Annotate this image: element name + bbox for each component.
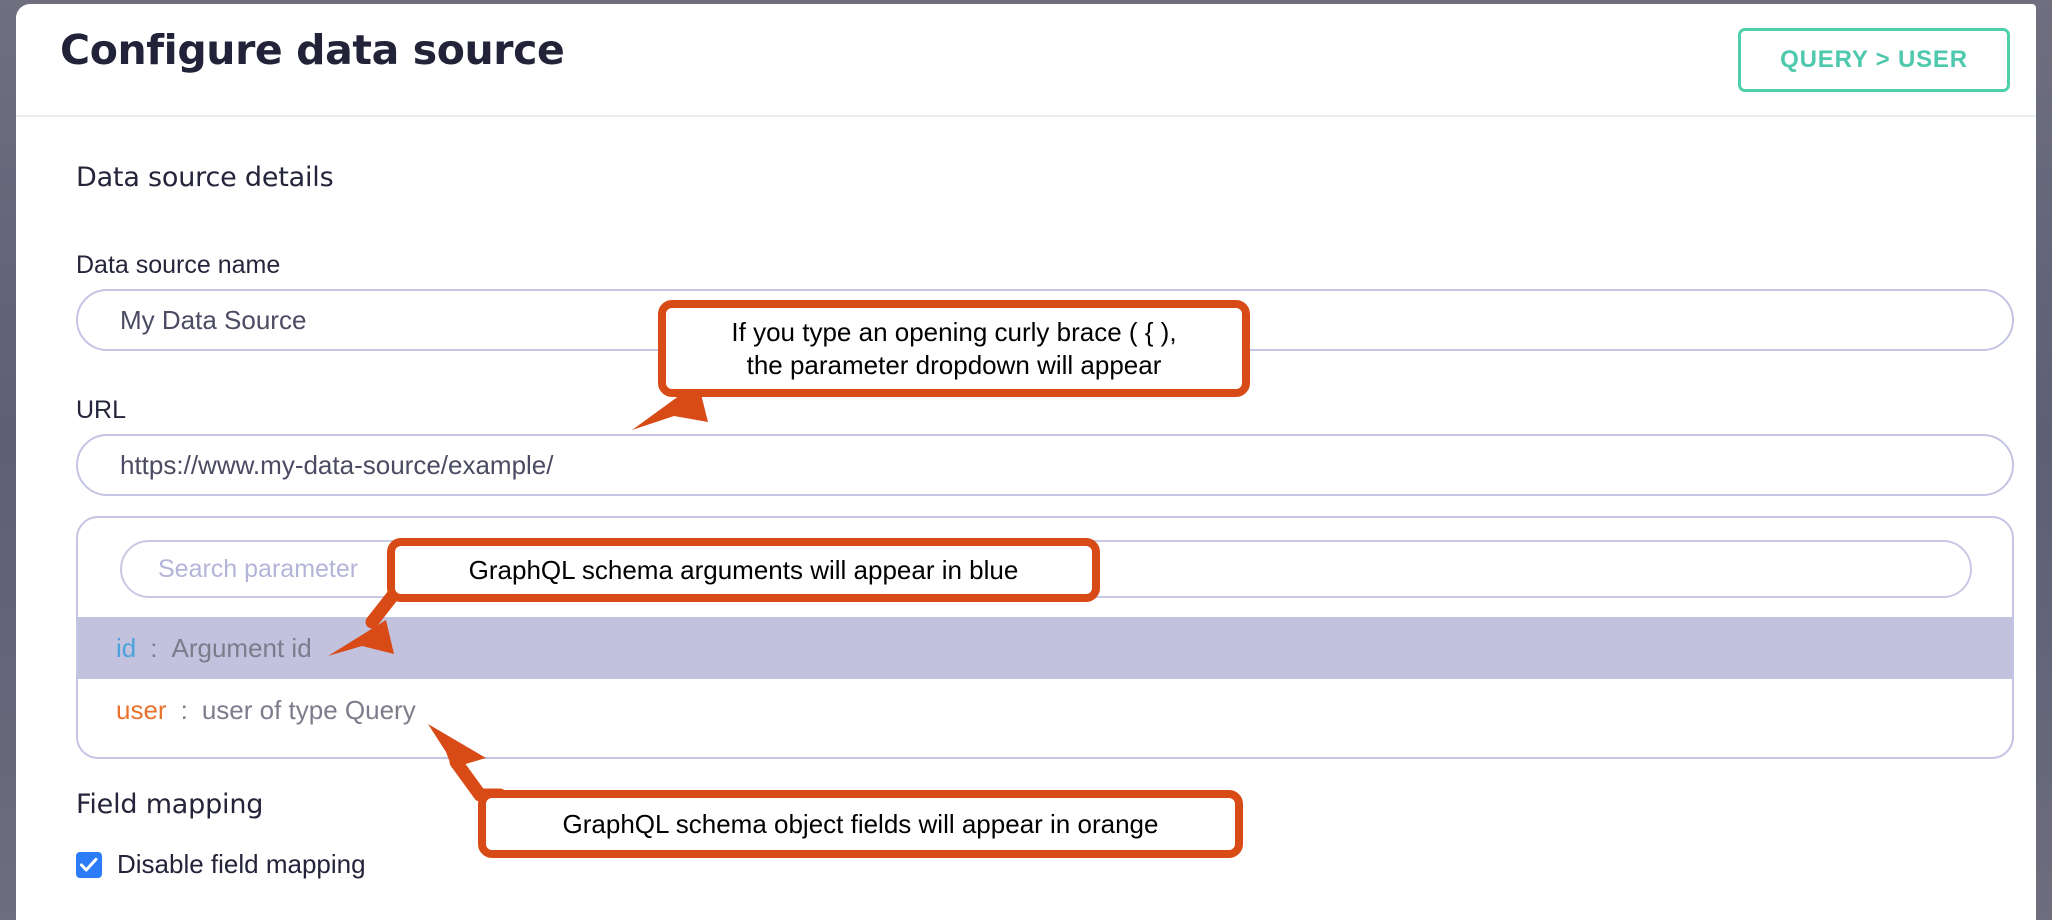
callout-curly-brace: If you type an opening curly brace ( { )… xyxy=(658,300,1250,397)
parameter-option-user[interactable]: user : user of type Query xyxy=(78,679,2012,741)
callout-object-fields-orange: GraphQL schema object fields will appear… xyxy=(478,790,1243,858)
check-icon xyxy=(80,857,98,871)
section-title-data-source-details: Data source details xyxy=(76,162,334,193)
parameter-option-key: user xyxy=(116,694,167,725)
url-input[interactable]: https://www.my-data-source/example/ xyxy=(76,434,2014,496)
callout-arguments-blue: GraphQL schema arguments will appear in … xyxy=(387,538,1100,602)
callout-curly-brace-line1: If you type an opening curly brace ( { )… xyxy=(731,317,1177,347)
parameter-option-description: user of type Query xyxy=(201,694,416,725)
section-title-field-mapping: Field mapping xyxy=(76,789,264,820)
query-user-button[interactable]: QUERY > USER xyxy=(1738,28,2010,92)
parameter-option-id[interactable]: id : Argument id xyxy=(78,617,2012,679)
parameter-option-key: id xyxy=(116,632,137,663)
disable-field-mapping-row[interactable]: Disable field mapping xyxy=(76,849,366,880)
disable-field-mapping-label: Disable field mapping xyxy=(117,849,366,879)
configure-data-source-dialog: Configure data source QUERY > USER Data … xyxy=(16,4,2036,920)
page-title: Configure data source xyxy=(60,26,565,74)
search-parameter-placeholder: Search parameter xyxy=(158,554,359,583)
callout-curly-brace-line2: the parameter dropdown will appear xyxy=(746,349,1162,380)
dialog-header: Configure data source QUERY > USER xyxy=(16,4,2036,117)
url-label: URL xyxy=(76,396,127,424)
data-source-name-label: Data source name xyxy=(76,251,281,279)
parameter-option-description: Argument id xyxy=(171,632,312,663)
data-source-name-value: My Data Source xyxy=(120,304,307,335)
parameter-option-separator: : xyxy=(180,694,188,725)
url-value: https://www.my-data-source/example/ xyxy=(120,449,554,480)
parameter-option-separator: : xyxy=(150,632,158,663)
disable-field-mapping-checkbox[interactable] xyxy=(76,851,102,878)
